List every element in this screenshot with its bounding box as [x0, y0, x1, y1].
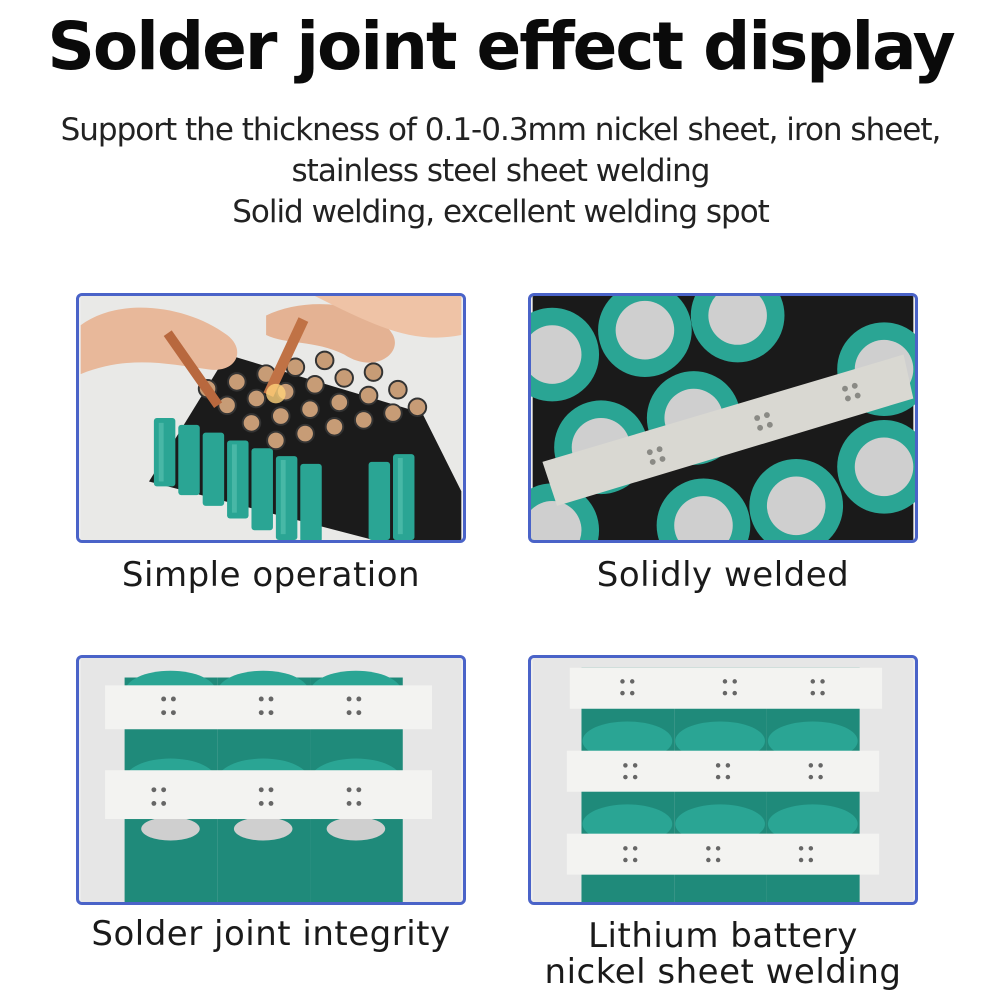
- page-title: Solder joint effect display: [47, 8, 955, 85]
- subtitle-line-3: Solid welding, excellent welding spot: [232, 194, 770, 230]
- caption-line-2: nickel sheet welding: [544, 952, 902, 992]
- caption-line-1: Lithium battery: [588, 916, 858, 956]
- welded-strip-closeup-image: [531, 296, 915, 540]
- battery-pack-welding-image: [80, 296, 462, 540]
- nickel-strips-on-cells-image: [532, 658, 914, 902]
- subtitle-line-1: Support the thickness of 0.1-0.3mm nicke…: [60, 112, 942, 148]
- cells-with-strips-image: [80, 658, 462, 902]
- photo-solder-joint-integrity: [76, 655, 466, 905]
- photo-nickel-sheet-welding: [528, 655, 918, 905]
- caption-solder-joint-integrity: Solder joint integrity: [91, 914, 451, 954]
- caption-solidly-welded: Solidly welded: [596, 555, 850, 595]
- caption-simple-operation: Simple operation: [121, 555, 421, 595]
- photo-simple-operation: [76, 293, 466, 543]
- caption-nickel-sheet-welding: Lithium battery nickel sheet welding: [528, 918, 918, 990]
- photo-solidly-welded: [528, 293, 918, 543]
- subtitle-line-2: stainless steel sheet welding: [291, 153, 711, 189]
